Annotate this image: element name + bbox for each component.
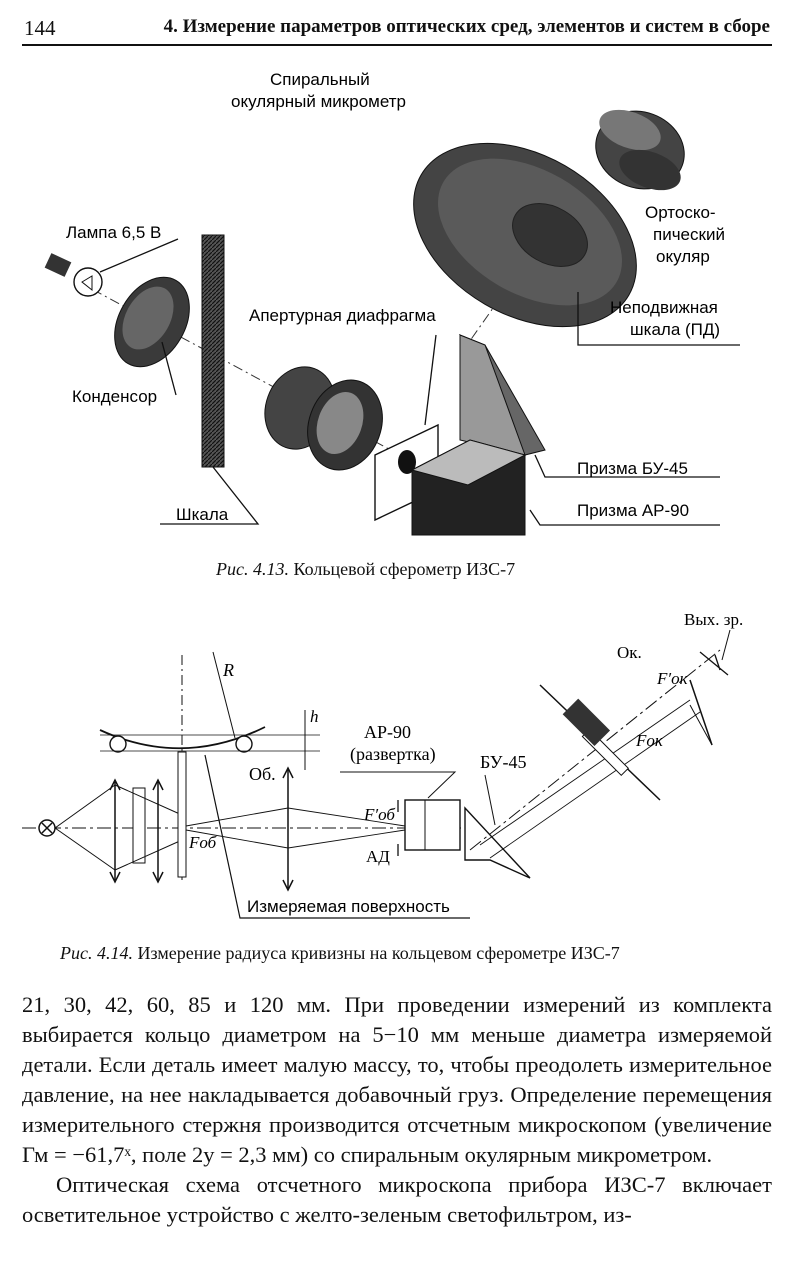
label-f-ob: Fоб	[188, 833, 217, 852]
label-ad: АД	[366, 847, 390, 866]
label-ortho-2: пический	[653, 225, 725, 244]
source-icon	[38, 819, 56, 837]
label-lamp: Лампа 6,5 В	[66, 223, 161, 242]
body-text: 21, 30, 42, 60, 85 и 120 мм. При проведе…	[22, 990, 772, 1230]
bu45-prism-shape	[464, 806, 531, 879]
label-micrometer-2: окулярный микрометр	[231, 92, 406, 111]
prism-shape	[410, 334, 546, 536]
label-ortho-1: Ортоско-	[645, 203, 716, 222]
micrometer-disc-shape	[413, 142, 637, 328]
scale-plate-shape	[201, 234, 225, 468]
figure-caption-13: Рис. 4.13. Кольцевой сферометр ИЗС-7	[216, 559, 515, 580]
eyepiece-shape	[595, 109, 685, 191]
label-aperture: Апертурная диафрагма	[249, 306, 436, 325]
label-ob: Об.	[249, 764, 276, 784]
label-exit-pupil: Вых. зр.	[684, 610, 743, 629]
label-ortho-3: окуляр	[656, 247, 710, 266]
figure-4-14: h R Об. Fоб F′об АД АР-90 (развертка) БУ…	[22, 610, 743, 919]
figure-4-13: Лампа 6,5 В Конденсор Шкала Апертурная д…	[44, 70, 740, 536]
label-condenser: Конденсор	[72, 387, 157, 406]
paragraph-1: 21, 30, 42, 60, 85 и 120 мм. При проведе…	[22, 992, 772, 1167]
label-f-ob-prime: F′об	[363, 805, 395, 824]
paragraph-2: Оптическая схема отсчетного микроскопа п…	[22, 1172, 772, 1227]
caption-text: Измерение радиуса кривизны на кольцевом …	[137, 943, 620, 963]
page-header: 144 4. Измерение параметров оптических с…	[0, 0, 794, 46]
caption-number: Рис. 4.14.	[60, 943, 133, 963]
label-f-ok-prime: F′ок	[656, 669, 689, 688]
lamp-icon	[44, 253, 103, 297]
figure-caption-14: Рис. 4.14. Измерение радиуса кривизны на…	[60, 943, 620, 964]
condenser-lens-shape	[114, 276, 190, 368]
label-ar90: АР-90	[364, 722, 411, 742]
label-micrometer-1: Спиральный	[270, 70, 370, 89]
header-rule	[22, 44, 772, 46]
page-number: 144	[24, 16, 56, 40]
objective-lens-shape	[264, 366, 383, 471]
caption-number: Рис. 4.13.	[216, 559, 289, 579]
label-prism-ar: Призма АР-90	[577, 501, 689, 520]
label-f-ok: Fок	[635, 731, 664, 750]
chapter-title: 4. Измерение параметров оптических сред,…	[163, 16, 770, 37]
label-fixed-2: шкала (ПД)	[630, 320, 720, 339]
label-R: R	[222, 660, 234, 680]
ar90-block-shape	[404, 799, 461, 851]
label-razvertka: (развертка)	[350, 744, 436, 765]
label-scale: Шкала	[176, 505, 229, 524]
label-prism-bu: Призма БУ-45	[577, 459, 688, 478]
caption-text: Кольцевой сферометр ИЗС-7	[293, 559, 516, 579]
label-surface: Измеряемая поверхность	[247, 897, 450, 916]
label-fixed-1: Неподвижная	[610, 298, 718, 317]
label-ok: Ок.	[617, 643, 642, 662]
label-h: h	[310, 707, 319, 726]
label-bu45: БУ-45	[480, 752, 526, 772]
